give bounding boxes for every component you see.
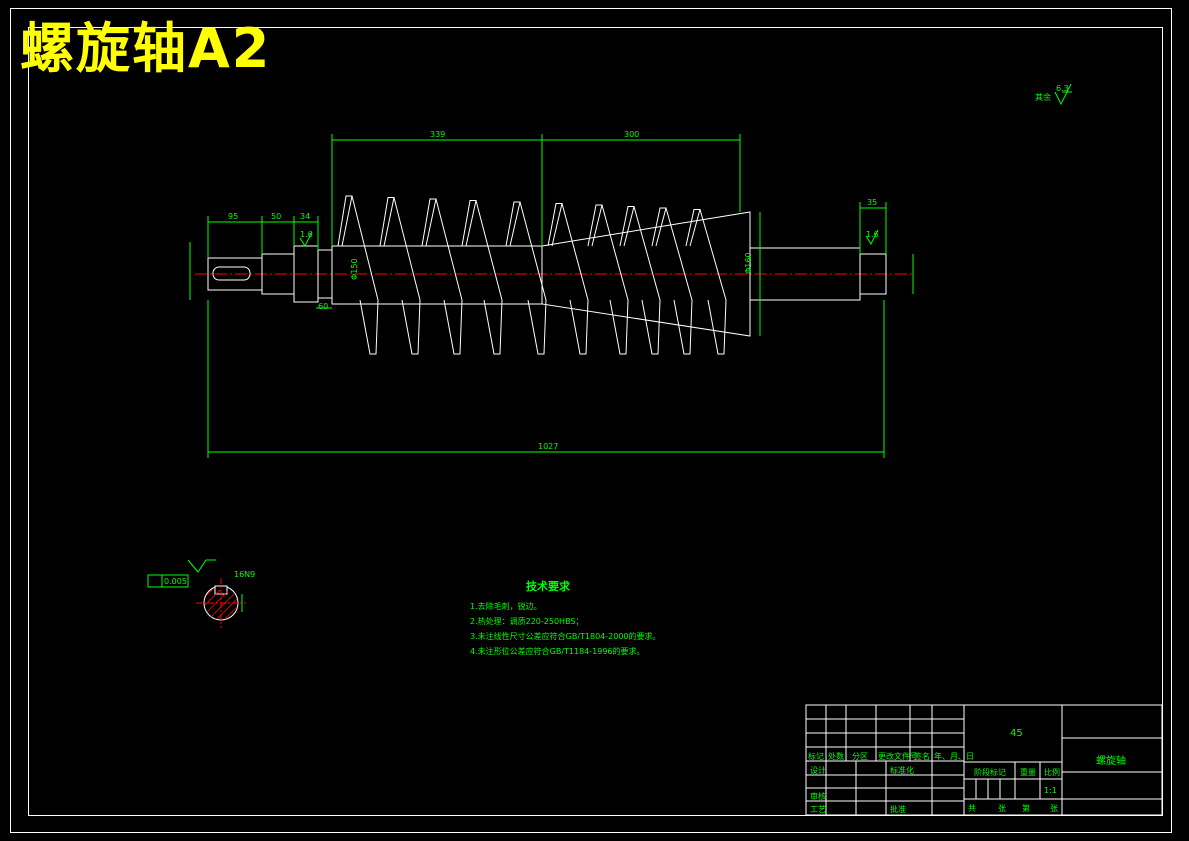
- dim-1027: 1027: [538, 442, 559, 451]
- flight-blade-bottom: [673, 299, 693, 355]
- flight-blade-bottom: [359, 299, 379, 355]
- flight-blade-top: [461, 200, 477, 247]
- dim-50: 50: [271, 212, 282, 221]
- material: 45: [1010, 728, 1023, 739]
- label-ratio: 比例: [1044, 768, 1060, 777]
- flight-blade-bottom: [483, 299, 503, 355]
- tech-req-4: 4.未注形位公差应符合GB/T1184-1996的要求。: [470, 647, 645, 656]
- tech-requirements-heading: 技术要求: [526, 580, 570, 593]
- label-sheets: 张: [998, 804, 1006, 813]
- title-block-grid: [805, 704, 1163, 816]
- flight-blade-bottom: [641, 299, 661, 355]
- shaft-end-right: [859, 253, 887, 295]
- flight-blade-bottom: [609, 299, 629, 355]
- spiral-flights: [337, 195, 727, 355]
- label-stage-mark: 阶段标记: [974, 768, 1006, 777]
- dim-339: 339: [430, 130, 446, 139]
- shaft-core-left: [331, 245, 543, 305]
- part-name: 螺旋轴: [1096, 756, 1126, 767]
- label-total: 共: [968, 804, 976, 813]
- dim-d160: Φ160: [744, 252, 753, 274]
- dimension-lines: [189, 134, 914, 458]
- outer-border: [10, 8, 1172, 833]
- roughness-other-value: 6.3: [1056, 84, 1069, 93]
- keyway: [212, 266, 251, 281]
- flight-helix-edge: [601, 204, 629, 301]
- flight-helix-edge: [699, 209, 727, 301]
- flight-helix-edge: [633, 206, 661, 301]
- dim-34: 34: [300, 212, 311, 221]
- flight-helix-edge: [519, 201, 547, 301]
- flight-blade-top: [685, 209, 701, 247]
- drawing-title: 螺旋轴A2: [20, 17, 272, 80]
- roughness-1-6-right: 1.6: [866, 230, 879, 239]
- label-craft: 工艺: [810, 805, 826, 814]
- dim-60: 60: [318, 302, 329, 311]
- flight-blade-bottom: [443, 299, 463, 355]
- flight-blade-top: [337, 195, 353, 247]
- roughness-symbol: [1054, 83, 1072, 106]
- flight-helix-edge: [665, 207, 693, 301]
- flight-helix-edge: [561, 203, 589, 301]
- label-design: 设计: [810, 766, 826, 775]
- flight-blade-top: [651, 207, 667, 247]
- label-zone: 分区: [852, 752, 868, 761]
- label-weight: 重量: [1020, 768, 1036, 777]
- flight-helix-edge: [393, 197, 421, 301]
- scale: 1:1: [1044, 786, 1057, 795]
- section-view: [147, 559, 246, 628]
- roughness-other-label: 其余: [1035, 93, 1051, 102]
- flight-blade-bottom: [527, 299, 547, 355]
- tech-req-2: 2.热处理：调质220-250HBS；: [470, 617, 584, 626]
- flight-blade-top: [505, 201, 521, 247]
- label-sign: 签名: [914, 752, 930, 761]
- label-review: 审核: [810, 792, 826, 801]
- flight-blade-top: [587, 204, 603, 247]
- flight-blade-bottom: [401, 299, 421, 355]
- tech-req-1: 1.去除毛刺，锐边。: [470, 602, 542, 611]
- label-mark: 标记: [808, 752, 824, 761]
- dim-95: 95: [228, 212, 239, 221]
- tolerance-value: 0.005: [164, 577, 187, 586]
- flight-blade-top: [421, 198, 437, 247]
- label-standard: 标准化: [890, 766, 914, 775]
- flight-blade-top: [619, 206, 635, 247]
- label-approve: 批准: [890, 805, 906, 814]
- key-width-dim: 16N9: [234, 570, 256, 579]
- flight-blade-top: [547, 203, 563, 247]
- dim-300: 300: [624, 130, 640, 139]
- flight-helix-edge: [435, 198, 463, 301]
- label-page-sheet: 张: [1050, 804, 1058, 813]
- dim-d150: Φ150: [350, 258, 359, 280]
- flight-helix-edge: [351, 195, 379, 301]
- dim-35: 35: [867, 198, 878, 207]
- label-count: 处数: [828, 752, 844, 761]
- flight-blade-top: [379, 197, 395, 247]
- flight-blade-bottom: [707, 299, 727, 355]
- tech-req-3: 3.未注线性尺寸公差应符合GB/T1804-2000的要求。: [470, 632, 661, 641]
- label-page: 第: [1022, 804, 1030, 813]
- label-doc-no: 更改文件号: [878, 752, 918, 761]
- flight-blade-bottom: [569, 299, 589, 355]
- flight-helix-edge: [475, 200, 503, 301]
- roughness-1-6-left: 1.6: [300, 230, 313, 239]
- inner-border: [28, 27, 1163, 816]
- label-date: 年、月、日: [934, 752, 974, 761]
